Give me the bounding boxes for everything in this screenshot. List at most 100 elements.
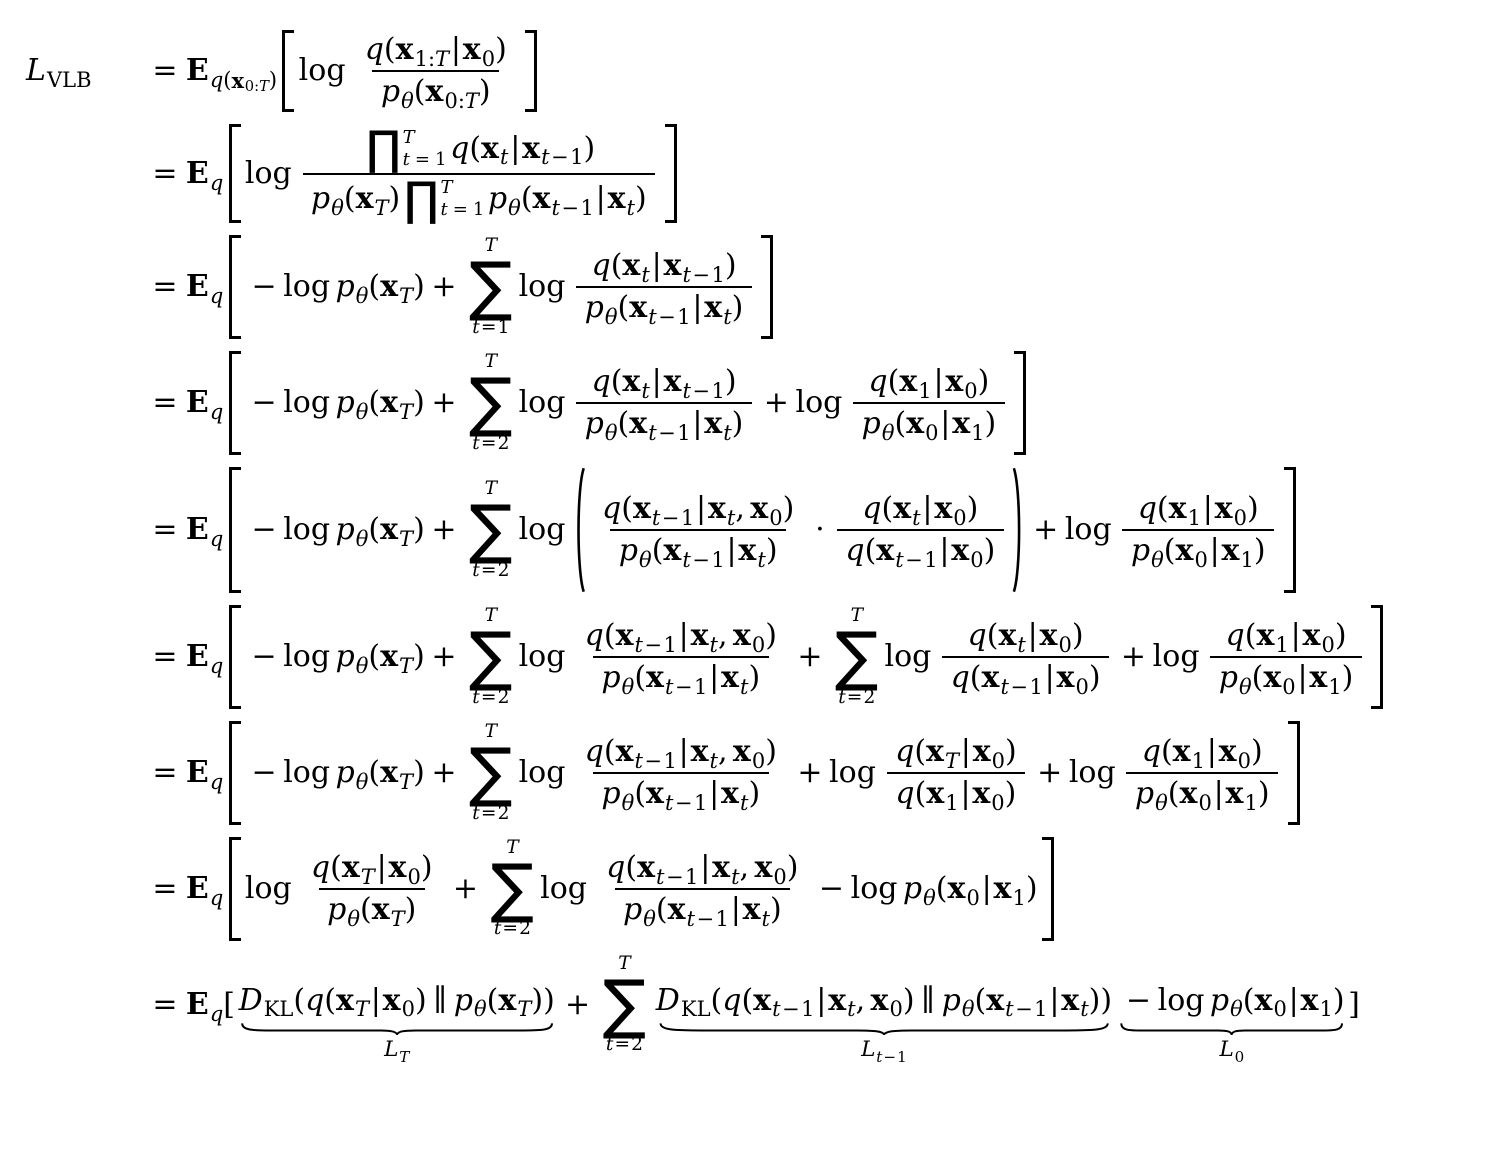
bold-x: x <box>1056 660 1075 695</box>
sum-upper-limit: T <box>484 235 498 257</box>
bold-x: x <box>1263 660 1282 695</box>
bold-x: x <box>951 533 970 569</box>
bold-x: x <box>972 733 991 769</box>
bold-x: x <box>947 870 966 906</box>
bold-x: x <box>355 180 374 216</box>
bold-x: x <box>981 660 1000 695</box>
bold-x: x <box>380 754 398 790</box>
sum-upper-limit: T <box>484 351 498 373</box>
bold-x: x <box>876 533 895 569</box>
right-bracket <box>524 30 537 113</box>
right-bracket <box>664 124 677 224</box>
bold-x: x <box>632 490 651 526</box>
left-bracket <box>228 836 241 941</box>
bold-x: x <box>395 32 414 68</box>
bold-x: x <box>629 406 648 442</box>
sum-upper-limit: T <box>484 720 498 742</box>
left-bracket <box>228 604 241 709</box>
bold-x: x <box>750 490 769 526</box>
sum-lower-limit: t=2 <box>472 686 510 708</box>
bold-x: x <box>388 849 407 885</box>
right-bracket <box>1283 467 1296 593</box>
bold-x: x <box>481 130 499 166</box>
expectation-symbol: E <box>185 53 209 89</box>
bold-x: x <box>952 406 971 442</box>
bold-x: x <box>1214 490 1233 526</box>
bold-x: x <box>498 982 517 1018</box>
bold-x: x <box>425 74 444 110</box>
bold-x: x <box>712 849 731 885</box>
bold-x: x <box>690 733 709 769</box>
bold-x: x <box>1175 533 1194 569</box>
expectation-symbol: E <box>185 385 209 421</box>
sum-upper-limit: T <box>506 836 519 858</box>
bold-x: x <box>893 490 912 526</box>
sum-lower-limit: t=2 <box>472 802 510 824</box>
bold-x: x <box>532 180 551 216</box>
bold-x: x <box>707 490 726 526</box>
bold-x: x <box>704 290 723 326</box>
expectation-symbol: E <box>185 511 209 547</box>
expectation-symbol: E <box>185 269 209 305</box>
sum-lower-limit: t=1 <box>472 316 510 338</box>
bold-x: x <box>738 533 757 569</box>
bold-x: x <box>231 68 245 94</box>
bold-x: x <box>341 849 360 885</box>
expectation-symbol: E <box>185 986 209 1022</box>
sum-operator: T∑t=2 <box>469 351 513 454</box>
sum-upper-limit: T <box>484 604 498 626</box>
right-bracket <box>761 235 774 340</box>
bold-x: x <box>1225 775 1244 811</box>
sum-operator: T∑t=2 <box>835 604 879 708</box>
right-bracket <box>1371 604 1384 709</box>
bold-x: x <box>629 290 648 326</box>
bold-x: x <box>663 363 682 399</box>
bold-x: x <box>1221 533 1240 569</box>
bold-x: x <box>371 891 390 927</box>
bold-x: x <box>663 533 682 569</box>
bold-x: x <box>622 363 641 399</box>
bold-x: x <box>753 982 772 1018</box>
sum-operator: T∑t=2 <box>602 952 647 1056</box>
bold-x: x <box>1039 617 1058 653</box>
bold-x: x <box>754 849 773 885</box>
bold-x: x <box>607 180 626 216</box>
right-paren <box>1012 467 1025 593</box>
left-bracket <box>228 124 241 224</box>
